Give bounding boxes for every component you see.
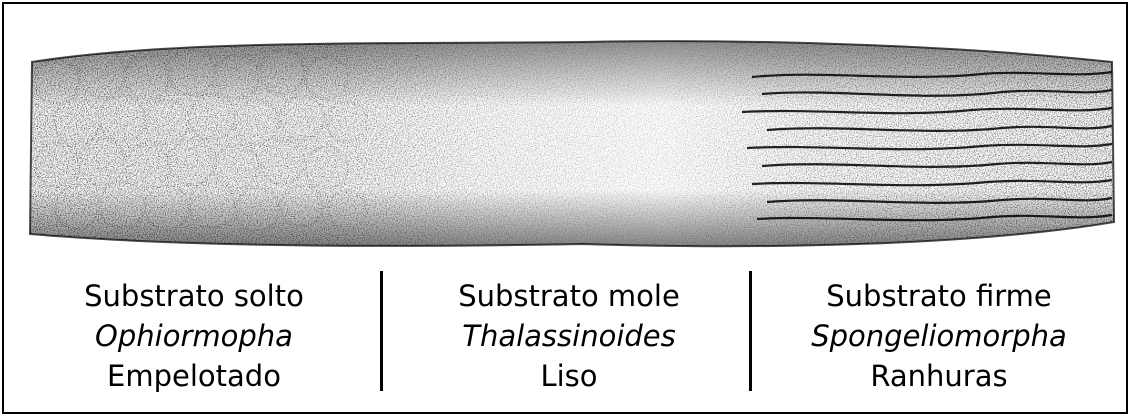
label-soft-substrate: Substrato mole Thalassinoides Liso xyxy=(404,266,734,406)
section-divider xyxy=(380,271,383,391)
substrate-name: Substrato firme xyxy=(774,276,1104,316)
label-firm-substrate: Substrato firme Spongeliomorpha Ranhuras xyxy=(774,266,1104,406)
wall-texture: Ranhuras xyxy=(774,356,1104,396)
section-divider xyxy=(749,271,752,391)
ichnogenus-name: Ophiormopha xyxy=(44,316,344,356)
ichnogenus-name: Spongeliomorpha xyxy=(774,316,1104,356)
substrate-name: Substrato solto xyxy=(44,276,344,316)
burrow-illustration xyxy=(22,22,1122,262)
wall-texture: Liso xyxy=(404,356,734,396)
ichnogenus-name: Thalassinoides xyxy=(404,316,734,356)
wall-texture: Empelotado xyxy=(44,356,344,396)
burrow-tube xyxy=(22,22,1122,262)
substrate-labels: Substrato solto Ophiormopha Empelotado S… xyxy=(4,266,1126,406)
label-loose-substrate: Substrato solto Ophiormopha Empelotado xyxy=(44,266,344,406)
substrate-name: Substrato mole xyxy=(404,276,734,316)
